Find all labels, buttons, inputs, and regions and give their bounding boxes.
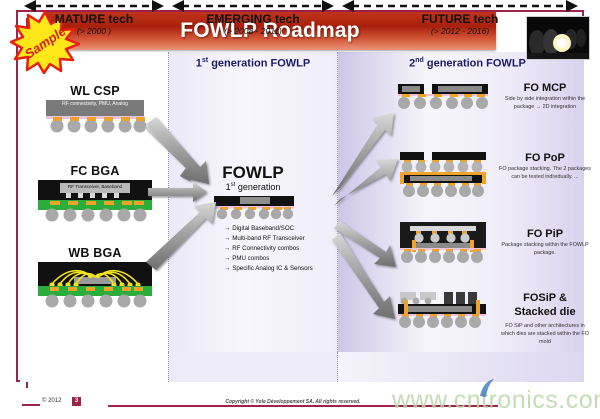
timeline-bg-mature xyxy=(20,352,168,382)
watermark-text: www.cntronics.com xyxy=(392,386,600,414)
timeline-mature-name: MATURE tech xyxy=(54,12,134,26)
package-fo-mcp-art xyxy=(392,82,496,121)
center-subtitle: 1st generation xyxy=(178,182,328,192)
footer-copyright: Copyright © Yole Développement SA. All r… xyxy=(225,399,361,405)
list-item: Digital Baseband/SOC xyxy=(224,224,342,234)
timeline-emerging-name: EMERGING tech xyxy=(206,12,300,26)
package-fc-bga-label: FC BGA xyxy=(70,164,120,178)
package-wb-bga: WB BGA xyxy=(30,246,160,315)
watermark-swoosh-icon xyxy=(480,379,494,397)
gen2-header: 2nd generation FOWLP xyxy=(360,57,575,70)
timeline-segment-emerging: EMERGING tech (> 2008 - 2011) xyxy=(170,0,336,36)
list-item: Specific Analog IC & Sensors xyxy=(224,264,342,274)
gen1-sup: st xyxy=(201,57,209,64)
timeline-bg-emerging xyxy=(168,352,338,382)
package-fc-bga-die-label: RF Transceiver, Baseband xyxy=(67,183,123,189)
package-wb-bga-art xyxy=(30,260,160,315)
package-wl-csp-die-label: RF connectivity, PMU, Analog xyxy=(62,101,128,107)
package-fo-pop-art xyxy=(392,152,496,205)
page-title: FOWLP Roadmap xyxy=(180,19,360,42)
timeline-segment-future: FUTURE tech (> 2012 - 2016) xyxy=(340,0,580,36)
footer-page-number: 3 xyxy=(72,397,81,406)
package-fo-mcp-desc: Side by side integration within the pack… xyxy=(504,96,586,110)
timeline-emerging-period: (> 2008 - 2011) xyxy=(224,26,282,36)
package-fo-pop-title: FO PoP xyxy=(525,152,565,164)
center-subtitle-ordinal: 1 xyxy=(225,182,231,192)
footer-date: © 2012 xyxy=(42,398,62,404)
gen2-sup: nd xyxy=(415,57,424,64)
footer-line xyxy=(108,405,498,407)
timeline-future-period: (> 2012 - 2016) xyxy=(430,26,490,36)
center-subtitle-rest: generation xyxy=(235,182,281,192)
package-fo-pip-title: FO PiP xyxy=(526,228,564,240)
package-fo-pip-desc: Package stacking within the FOWLP packag… xyxy=(501,242,589,256)
gen1-header-text: generation FOWLP xyxy=(211,57,311,70)
timeline-bg-future xyxy=(338,352,584,382)
package-fosip-title-line2: Stacked die xyxy=(514,306,576,318)
package-fc-bga-art: RF Transceiver, Baseband xyxy=(30,178,160,229)
gen2-ordinal: 2 xyxy=(409,57,416,70)
package-fosip-title-line1: FOSiP & xyxy=(523,292,567,304)
solder-bump-photo xyxy=(526,16,590,60)
center-subtitle-sup: st xyxy=(230,182,236,188)
package-fo-pip-art xyxy=(392,222,496,275)
gen2-header-text: generation FOWLP xyxy=(426,57,526,70)
sample-badge: Sample xyxy=(10,10,80,74)
package-fo-pop-desc: FO package stacking. The 2 packages can … xyxy=(499,166,591,180)
center-title: FOWLP xyxy=(222,163,284,182)
package-wl-csp-label: WL CSP xyxy=(70,84,120,98)
title-banner: FOWLP Roadmap xyxy=(44,12,496,50)
package-fosip-art xyxy=(392,292,496,345)
list-item: RF Connectivity combos xyxy=(224,244,342,254)
timeline-segment-mature: MATURE tech (> 2000 ) xyxy=(22,0,166,36)
center-package-art xyxy=(212,196,296,220)
package-wl-csp-art: RF connectivity, PMU, Analog xyxy=(30,98,160,143)
package-fosip-desc: FO SiP and other architectures in which … xyxy=(501,323,589,345)
center-application-list: Digital Baseband/SOC Multi-band RF Trans… xyxy=(224,224,342,274)
list-item: Multi-band RF Transceiver xyxy=(224,234,342,244)
footer-rule xyxy=(22,404,40,406)
package-fo-mcp-title: FO MCP xyxy=(523,82,567,94)
list-item: PMU combos xyxy=(224,254,342,264)
timeline-mature-period: (> 2000 ) xyxy=(76,26,112,36)
gen1-header: 1st generation FOWLP xyxy=(168,57,338,70)
package-fc-bga: FC BGA xyxy=(30,164,160,229)
timeline-future-name: FUTURE tech xyxy=(421,12,499,26)
package-wl-csp: WL CSP RF connectivity, PMU, Analog xyxy=(30,84,160,143)
gen1-ordinal: 1 xyxy=(195,57,202,70)
package-wb-bga-label: WB BGA xyxy=(68,246,122,260)
